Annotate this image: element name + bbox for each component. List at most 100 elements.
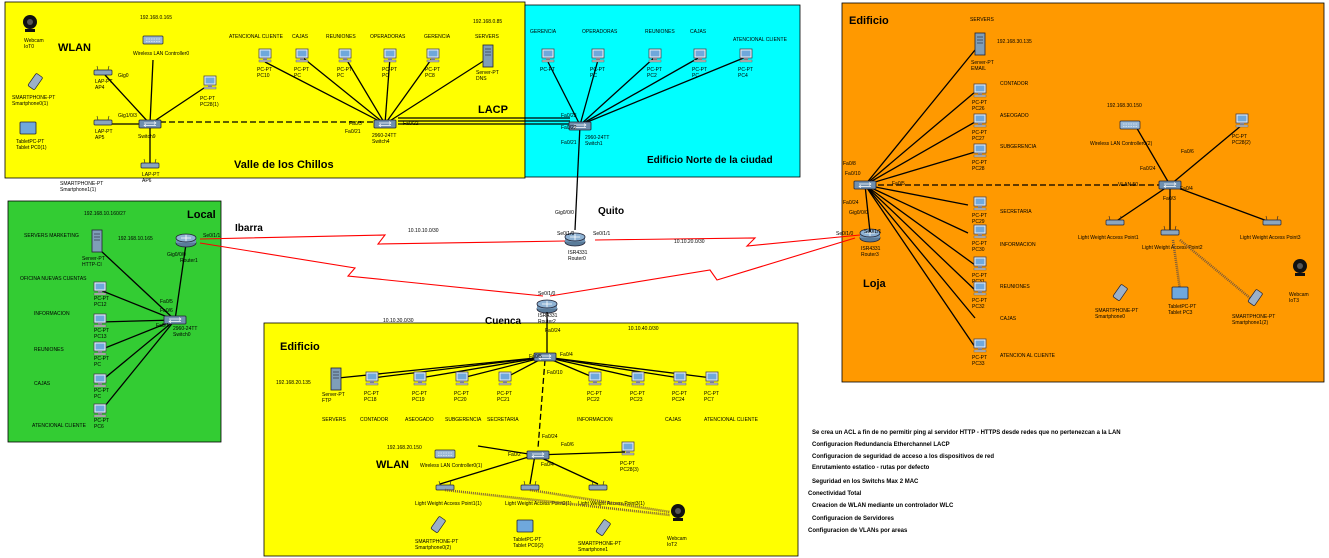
pc-icon[interactable] xyxy=(93,373,107,388)
valle-ports-3: Fa0/3 xyxy=(349,121,362,127)
server-icon[interactable] xyxy=(91,229,103,253)
pc-icon[interactable] xyxy=(383,48,397,63)
loja-wlc-label: Wireless LAN Controller0(2) xyxy=(1090,141,1153,147)
pc-icon[interactable] xyxy=(93,313,107,328)
pc-icon[interactable] xyxy=(295,48,309,63)
pc-icon[interactable] xyxy=(426,48,440,63)
pc-icon[interactable] xyxy=(973,281,987,296)
webcam-icon[interactable] xyxy=(23,15,37,32)
area-label: OFICINA NUEVAS CUENTAS xyxy=(20,276,87,282)
pc-icon[interactable] xyxy=(541,48,555,63)
valle-ports-5: Fa0/22 xyxy=(403,121,419,127)
tablet-icon[interactable] xyxy=(19,121,37,135)
note-item: Configuracion Redundancia Etherchannel L… xyxy=(812,442,950,448)
port-loja-gig: Gig0/0/0 xyxy=(849,210,868,216)
pc-icon[interactable] xyxy=(648,48,662,63)
pc-icon[interactable] xyxy=(705,371,719,386)
pc-icon[interactable] xyxy=(498,371,512,386)
pc-icon[interactable] xyxy=(455,371,469,386)
ap-label: Light Weight Access Point2 xyxy=(1142,245,1203,251)
pc-icon[interactable] xyxy=(413,371,427,386)
loja-ports-8: Fa0/3 xyxy=(1163,196,1176,202)
pc-icon[interactable] xyxy=(973,256,987,271)
webcam-icon[interactable] xyxy=(671,504,685,521)
pc-icon[interactable] xyxy=(588,371,602,386)
pc-icon[interactable] xyxy=(93,403,107,418)
server-icon[interactable] xyxy=(974,32,986,56)
wlc-icon[interactable] xyxy=(142,35,164,45)
pc-icon[interactable] xyxy=(365,371,379,386)
pc-icon[interactable] xyxy=(973,83,987,98)
local-server-ip: 192.168.10.165 xyxy=(118,236,153,242)
loja-ports-5: Fa0/24 xyxy=(1140,166,1156,172)
switch-icon[interactable] xyxy=(1158,180,1182,190)
pc-icon[interactable] xyxy=(203,75,217,90)
pc-icon[interactable] xyxy=(973,196,987,211)
router-icon[interactable] xyxy=(175,233,197,248)
area-label: CAJAS xyxy=(292,34,309,40)
area-label: ATENCIONAL CLIENTE xyxy=(733,37,788,43)
cuenca-ports-2: Fa0/4 xyxy=(560,352,573,358)
local-area-labels: OFICINA NUEVAS CUENTASINFORMACIONREUNION… xyxy=(20,276,87,429)
ibarra-label: Ibarra xyxy=(235,223,263,234)
pc-icon[interactable] xyxy=(621,441,635,456)
switch-icon[interactable] xyxy=(526,450,550,460)
wlc-icon[interactable] xyxy=(434,449,456,459)
pc-icon[interactable] xyxy=(258,48,272,63)
pc-icon[interactable] xyxy=(973,143,987,158)
wlc-icon[interactable] xyxy=(1119,120,1141,130)
ap-label: Light Weight Access Point1 xyxy=(1078,235,1139,241)
pc-icon[interactable] xyxy=(693,48,707,63)
pc-icon[interactable] xyxy=(631,371,645,386)
tablet-icon[interactable] xyxy=(516,519,534,533)
server-icon[interactable] xyxy=(330,367,342,391)
area-label: REUNIONES xyxy=(645,29,675,35)
loja-links xyxy=(864,49,1271,348)
local-title: Local xyxy=(187,209,216,221)
loja-edificio-title: Edificio xyxy=(849,15,889,27)
switch-icon[interactable] xyxy=(853,180,877,190)
cuenca-edificio-title: Edificio xyxy=(280,341,320,353)
pc-icon[interactable] xyxy=(591,48,605,63)
tablet-icon[interactable] xyxy=(1171,286,1189,300)
pc-icon[interactable] xyxy=(673,371,687,386)
pc-icon[interactable] xyxy=(338,48,352,63)
area-label: ATENCIONAL CLIENTE xyxy=(704,417,759,423)
pc-icon[interactable] xyxy=(973,113,987,128)
pc-icon[interactable] xyxy=(739,48,753,63)
ap-label: Light Weight Access Point2(1) xyxy=(505,501,572,507)
pc-icon[interactable] xyxy=(93,341,107,356)
local-links xyxy=(99,243,187,413)
local-ports: Fa0/5 xyxy=(160,299,173,305)
valle-server-ip: 192.168.0.85 xyxy=(473,19,502,25)
pc-icon[interactable] xyxy=(973,224,987,239)
router-cuenca[interactable] xyxy=(536,299,558,314)
pc-icon[interactable] xyxy=(93,281,107,296)
local-net-ip: 192.168.10.160/27 xyxy=(84,211,126,217)
switch-icon[interactable] xyxy=(373,119,397,129)
server-icon[interactable] xyxy=(482,44,494,68)
webcam-icon[interactable] xyxy=(1293,259,1307,276)
pc-icon[interactable] xyxy=(973,338,987,353)
switch-icon[interactable] xyxy=(138,119,162,129)
pc-icon[interactable] xyxy=(1235,113,1249,128)
